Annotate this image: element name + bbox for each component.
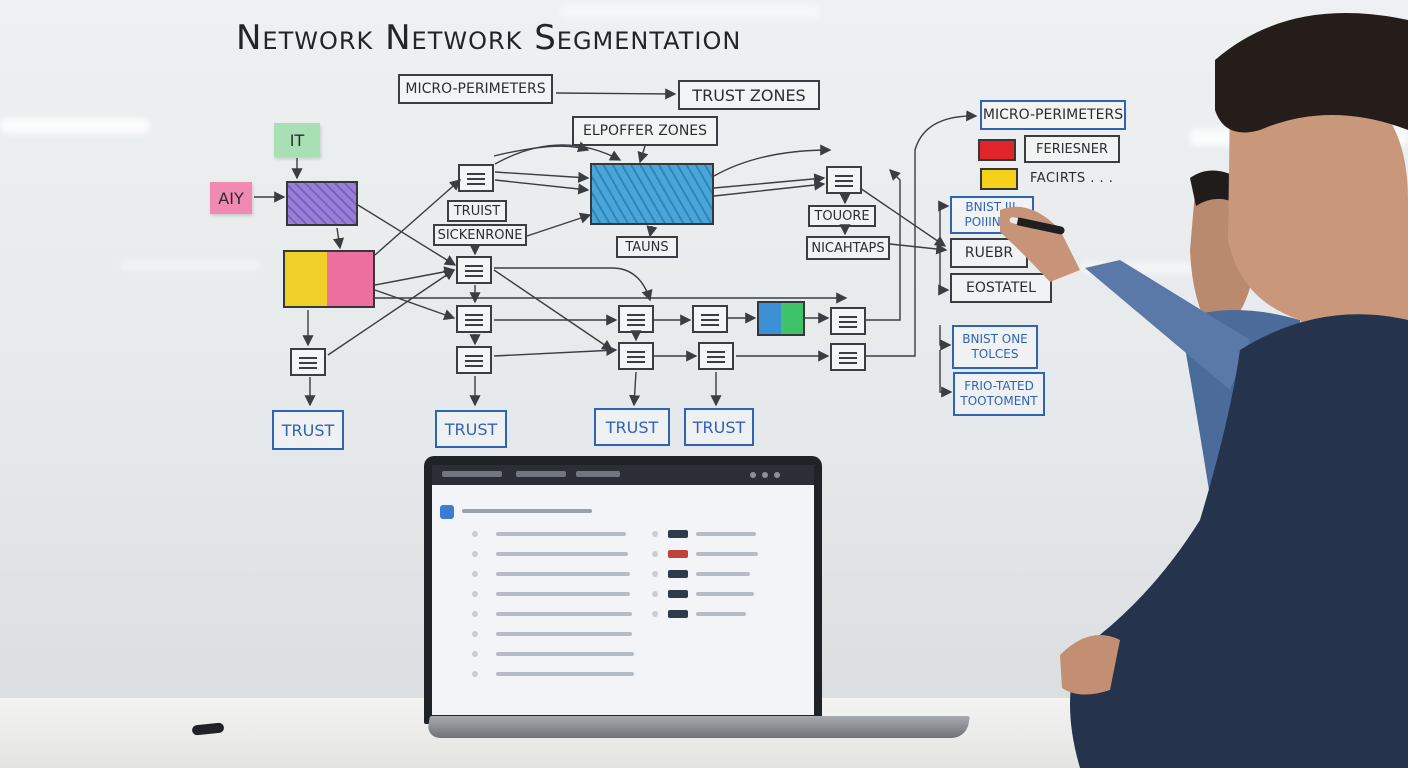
device-node-icon (458, 164, 494, 192)
light-glare (120, 260, 260, 270)
legend-item-3: EOSTATEL (950, 273, 1052, 303)
legend-item-5: FRIO-TATED TOOTOMENT (953, 372, 1045, 416)
legend-header: MICRO-PERIMETERS (980, 100, 1126, 130)
legend-yellow-label: FACIRTS . . . (1030, 171, 1114, 186)
zone-yellow-pink (283, 250, 375, 308)
screen-action-button (440, 505, 454, 519)
legend-item-4-line2: TOLCES (971, 347, 1019, 361)
zone-purple (286, 181, 358, 226)
legend-item-4: BNIST ONE TOLCES (952, 325, 1038, 369)
legend-red-label: FERIESNER (1024, 135, 1120, 163)
device-node-icon (290, 348, 326, 376)
light-glare (0, 118, 150, 134)
sticky-note-pink: AIY (210, 182, 252, 214)
device-node-icon (456, 305, 492, 333)
trust-box-2: TRUST (435, 410, 507, 448)
label-nicahtaps: NICAHTAPS (806, 236, 890, 260)
sticky-note-green: IT (274, 123, 320, 157)
device-node-icon (830, 307, 866, 335)
screen-top-bar (432, 465, 814, 485)
device-node-icon (456, 256, 492, 284)
label-trust-zones: TRUST ZONES (678, 80, 820, 110)
label-trust: TRUIST (447, 200, 507, 222)
zone-green-blue (757, 301, 805, 336)
laptop-screen (432, 465, 814, 715)
legend-swatch-yellow (980, 168, 1018, 190)
light-glare (560, 4, 820, 18)
label-tauns: TAUNS (616, 236, 678, 258)
device-node-icon (456, 346, 492, 374)
device-node-icon (692, 305, 728, 333)
trust-box-1: TRUST (272, 410, 344, 450)
trust-box-3: TRUST (594, 408, 670, 446)
legend-swatch-red (978, 139, 1016, 161)
legend-item-5-line1: FRIO-TATED (964, 379, 1034, 393)
legend-item-4-line1: BNIST ONE (962, 332, 1028, 346)
legend-item-5-line2: TOOTOMENT (960, 394, 1038, 408)
device-node-icon (618, 305, 654, 333)
device-node-icon (698, 342, 734, 370)
trust-box-4: TRUST (684, 408, 754, 446)
label-micro-perimeters: MICRO-PERIMETERS (398, 74, 553, 104)
device-node-icon (830, 343, 866, 371)
whiteboard-title: Network Network Segmentation (236, 18, 742, 58)
device-node-icon (826, 166, 862, 194)
device-node-icon (618, 342, 654, 370)
label-center-zones: ELPOFFER ZONES (572, 116, 718, 146)
zone-blue-map (590, 163, 714, 225)
